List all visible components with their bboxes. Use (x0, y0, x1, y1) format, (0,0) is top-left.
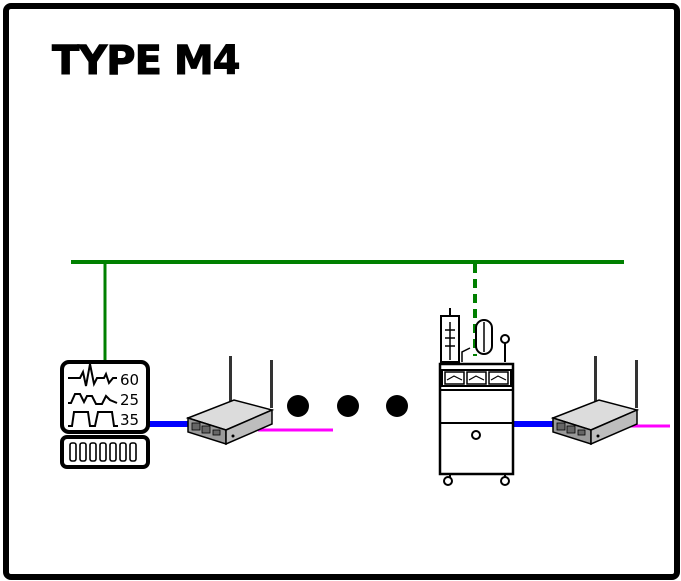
diagram-frame (3, 3, 680, 580)
ellipsis-dots-icon (287, 395, 408, 417)
anesthesia-machine-icon (438, 308, 515, 486)
monitor-readout-2: 25 (120, 391, 139, 409)
patient-monitor-icon: 60 25 35 (60, 360, 150, 469)
monitor-readout-3: 35 (120, 411, 139, 429)
wireless-router-icon (550, 356, 640, 446)
wireless-router-icon (185, 356, 275, 446)
monitor-readout-1: 60 (120, 371, 139, 389)
diagram-title: TYPE M4 (51, 38, 240, 85)
